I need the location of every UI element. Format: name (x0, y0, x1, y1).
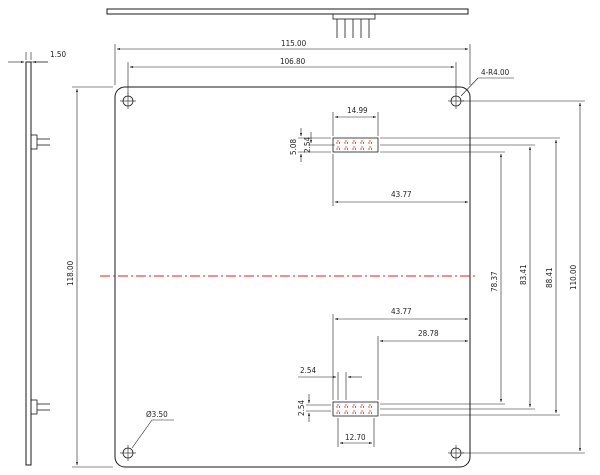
header-1-row-pitch-label: 5.08 (289, 139, 298, 155)
corner-radius-label: 4-R4.00 (481, 68, 510, 77)
header-2-pins (336, 404, 372, 414)
hole-bottom-left (120, 445, 136, 461)
right-vertical-dimensions: 78.37 83.41 88.41 110.00 (380, 100, 585, 454)
header-1-pins (336, 140, 372, 150)
board-height-label: 118.00 (66, 260, 75, 286)
header-1-pin-pitch-label: 2.54 (303, 137, 312, 153)
mounting-holes (120, 93, 464, 461)
vertical-dim-1-label: 78.37 (490, 271, 499, 292)
hole-spacing-label: 106.80 (280, 57, 306, 66)
side-connector-top (30, 134, 50, 150)
hole-bottom-right (448, 445, 464, 461)
board-height-dimension: 118.00 (66, 86, 113, 468)
header-2-width-label: 12.70 (345, 433, 366, 442)
side-view: 1.50 (8, 50, 66, 466)
header-2-pitch-h-label: 2.54 (300, 366, 316, 375)
vertical-dim-4-label: 110.00 (569, 264, 578, 290)
header-2-inner-offset-label: 28.78 (418, 329, 439, 338)
header-2-pitch-v-label: 2.54 (297, 400, 306, 416)
header-2: 43.77 28.78 2.54 2.54 12.70 (297, 307, 469, 447)
header-1: 14.99 5.08 2.54 43.77 (289, 106, 469, 206)
top-edge-view (106, 8, 469, 38)
side-connector-bottom (30, 399, 50, 415)
vertical-dim-3-label: 88.41 (545, 267, 554, 288)
hole-top-left (120, 93, 136, 109)
board-outline (114, 86, 471, 468)
header-1-offset-label: 43.77 (391, 190, 412, 199)
corner-radius-callout: 4-R4.00 (460, 68, 514, 97)
thickness-dim-label: 1.50 (50, 50, 66, 59)
hole-diameter-callout: Ø3.50 (131, 409, 174, 449)
hole-top-right (448, 93, 464, 109)
hole-diameter-label: Ø3.50 (146, 409, 168, 419)
vertical-dim-2-label: 83.41 (519, 264, 528, 285)
header-2-offset-label: 43.77 (391, 307, 412, 316)
hole-spacing-dimension: 106.80 (127, 57, 457, 94)
board-width-label: 115.00 (281, 39, 307, 48)
top-connector-pins (332, 13, 376, 38)
header-1-width-label: 14.99 (347, 106, 368, 115)
width-dimension: 115.00 (114, 39, 471, 85)
